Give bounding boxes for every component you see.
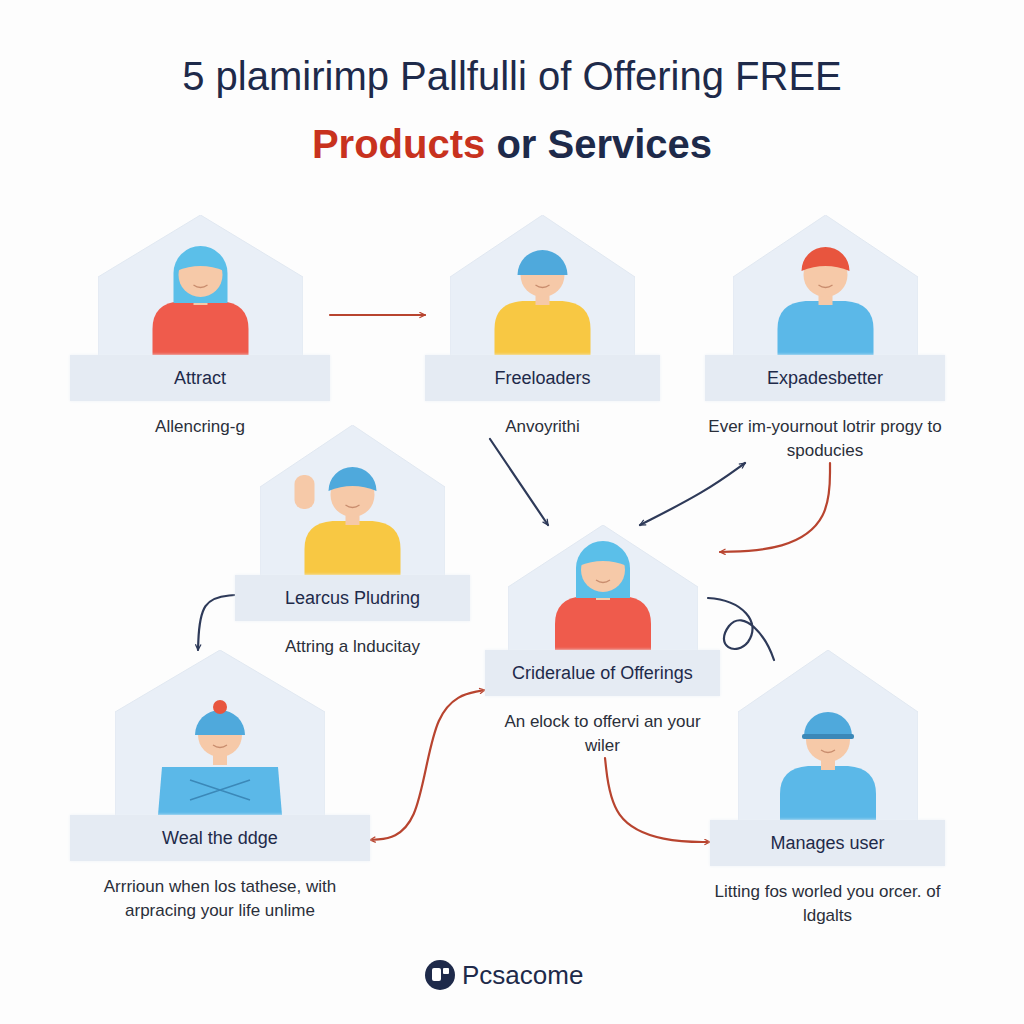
person-figure xyxy=(295,467,401,575)
node-heading: Freeloaders xyxy=(433,366,652,390)
house-node: AttractAllencring-g xyxy=(70,215,330,439)
brand-logo xyxy=(425,960,455,990)
house-node: FreeloadersAnvoyrithi xyxy=(425,215,660,439)
heading-band: Expadesbetter xyxy=(705,355,945,401)
heading-band: Attract xyxy=(70,355,330,401)
house-node: Learcus PludringAttring a lnducitay xyxy=(235,425,470,659)
node-heading: Expadesbetter xyxy=(713,366,937,390)
node-body: Anvoyrithi xyxy=(425,415,660,439)
heading-band: Weal the ddge xyxy=(70,815,370,861)
title: 5 plamirimp Pallfulli of Offering FREEPr… xyxy=(40,42,984,178)
node-heading: Crideralue of Offerings xyxy=(493,661,712,685)
node-heading: Learcus Pludring xyxy=(243,586,462,610)
house-node: ExpadesbetterEver im-yournout lotrir pro… xyxy=(705,215,945,463)
brand-label: Pcsacome xyxy=(462,960,583,991)
heading-band: Learcus Pludring xyxy=(235,575,470,621)
house-node: Crideralue of Offerings An elock to offer… xyxy=(485,525,720,758)
node-heading: Manages user xyxy=(718,831,937,855)
heading-band: Freeloaders xyxy=(425,355,660,401)
house-shape xyxy=(115,650,325,840)
flow-arrow xyxy=(330,314,425,316)
flow-arrow xyxy=(198,595,235,650)
person-figure xyxy=(152,246,248,355)
node-body: Litting fos worled you orcer. of ldgalts xyxy=(710,880,945,928)
flow-arrow xyxy=(490,439,548,525)
house-shape xyxy=(260,425,445,600)
flow-arrow xyxy=(640,463,745,525)
person-figure xyxy=(158,700,282,815)
person-figure xyxy=(780,712,876,820)
house-node: Weal the ddgeArrrioun when los tathese, … xyxy=(70,650,370,923)
node-heading: Attract xyxy=(78,366,322,390)
flow-arrow xyxy=(720,463,830,552)
node-body: Attring a lnducitay xyxy=(235,635,470,659)
heading-band: Crideralue of Offerings xyxy=(485,650,720,696)
house-node: Manages userLitting fos worled you orcer… xyxy=(710,650,945,928)
person-figure xyxy=(555,541,651,650)
node-body: Allencring-g xyxy=(70,415,330,439)
person-figure xyxy=(777,247,873,355)
heading-band: Manages user xyxy=(710,820,945,866)
node-body: An elock to offervi an your wiler xyxy=(485,710,720,758)
node-body: Ever im-yournout lotrir progy to spoduci… xyxy=(705,415,945,463)
flow-arrow xyxy=(370,690,485,840)
flow-arrow xyxy=(605,758,710,842)
person-figure xyxy=(495,250,591,355)
node-body: Arrrioun when los tathese, with arpracin… xyxy=(70,875,370,923)
house-shape xyxy=(738,650,918,845)
node-heading: Weal the ddge xyxy=(78,826,362,850)
